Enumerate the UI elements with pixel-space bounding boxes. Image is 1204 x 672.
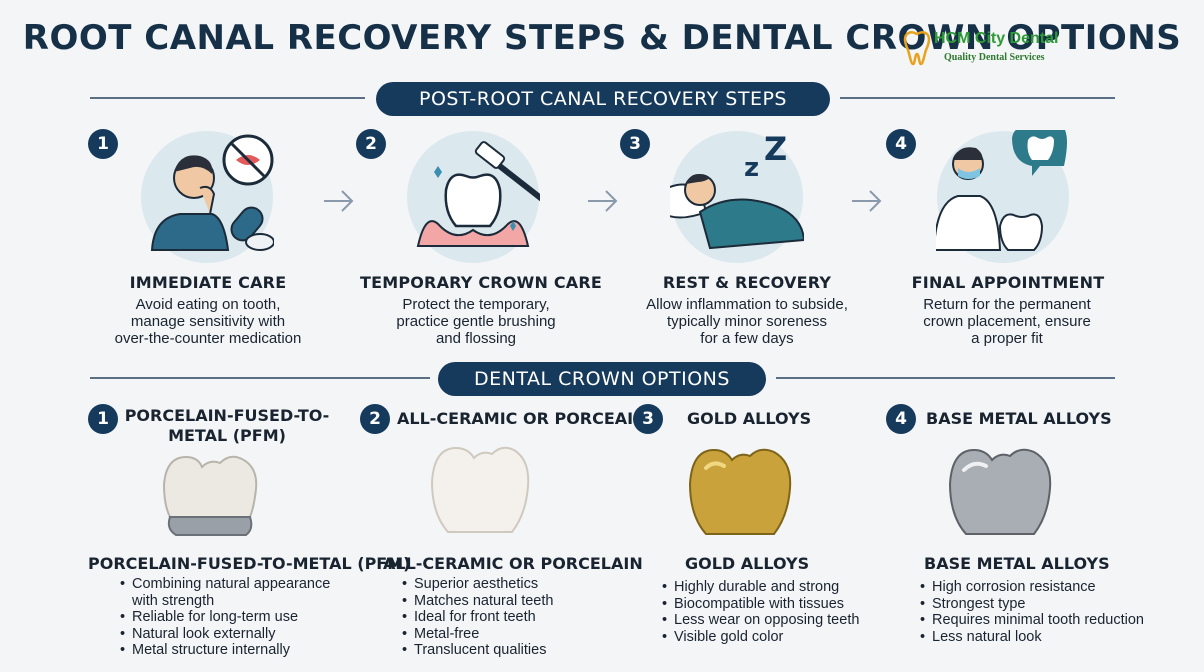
list-item: Ideal for front teeth: [402, 609, 553, 626]
step-description-2: Protect the temporary,practice gentle br…: [396, 296, 556, 347]
crown-heading-1: PORCELAIN-FUSED-TO-METAL (PFM): [124, 406, 330, 445]
crown-subtitle-3: GOLD ALLOYS: [685, 554, 810, 573]
crown-heading-3: GOLD ALLOYS: [687, 409, 812, 428]
crown-heading-2: ALL-CERAMIC OR PORCEAIN: [397, 409, 647, 428]
crowns-heading: DENTAL CROWN OPTIONS: [438, 362, 766, 396]
list-item: Reliable for long-term use: [120, 609, 330, 626]
tooth-with-toothbrush-icon: [407, 131, 540, 263]
list-item: Metal structure internally: [120, 642, 330, 659]
logo-name: HCM City Dental: [934, 30, 1059, 47]
divider-left: [90, 97, 365, 99]
list-item: Less wear on opposing teeth: [662, 612, 859, 629]
crown-heading-4: BASE METAL ALLOYS: [926, 409, 1112, 428]
step-title-1: IMMEDIATE CARE: [129, 273, 287, 292]
list-item: Requires minimal tooth reduction: [920, 612, 1144, 629]
crown-subtitle-4: BASE METAL ALLOYS: [924, 554, 1110, 573]
list-item: Combining natural appearance: [120, 576, 330, 593]
step-number-1: 1: [88, 129, 118, 159]
step-number-2: 2: [356, 129, 386, 159]
step-title-3: REST & RECOVERY: [662, 273, 832, 292]
recovery-heading: POST-ROOT CANAL RECOVERY STEPS: [376, 82, 830, 116]
clinic-logo: HCM City Dental Quality Dental Services: [900, 30, 1100, 70]
list-item: Superior aesthetics: [402, 576, 553, 593]
crown-features-3: Highly durable and strong Biocompatible …: [662, 579, 859, 645]
crown-features-1: Combining natural appearance with streng…: [120, 576, 330, 659]
list-item: Translucent qualities: [402, 642, 553, 659]
list-item: Metal-free: [402, 626, 553, 643]
step-description-3: Allow inflammation to subside,typically …: [646, 296, 848, 347]
arrow-right-icon: [852, 190, 882, 212]
list-item: Matches natural teeth: [402, 593, 553, 610]
arrow-right-icon: [588, 190, 618, 212]
logo-tagline: Quality Dental Services: [944, 52, 1045, 63]
person-with-toothache-icon: [141, 131, 274, 263]
list-item: Natural look externally: [120, 626, 330, 643]
list-item: Visible gold color: [662, 629, 859, 646]
divider-left: [90, 377, 430, 379]
dentist-icon: [936, 130, 1069, 263]
crown-number-3: 3: [633, 404, 663, 434]
crown-number-1: 1: [88, 404, 118, 434]
crown-features-2: Superior aesthetics Matches natural teet…: [402, 576, 553, 659]
all-ceramic-crown-icon: [430, 446, 530, 533]
divider-right: [840, 97, 1115, 99]
step-number-3: 3: [620, 129, 650, 159]
list-item: Biocompatible with tissues: [662, 596, 859, 613]
step-title-4: FINAL APPOINTMENT: [911, 273, 1105, 292]
list-item: Less natural look: [920, 629, 1144, 646]
step-title-2: TEMPORARY CROWN CARE: [359, 273, 603, 292]
sleeping-person-icon: z Z: [670, 130, 804, 263]
pfm-crown-icon: [162, 455, 258, 536]
crown-number-4: 4: [886, 404, 916, 434]
divider-right: [776, 377, 1115, 379]
tooth-logo-icon: [903, 30, 931, 66]
gold-crown-icon: [688, 448, 792, 535]
svg-text:z: z: [744, 153, 759, 183]
list-item: High corrosion resistance: [920, 579, 1144, 596]
step-number-4: 4: [886, 129, 916, 159]
crown-subtitle-1: PORCELAIN-FUSED-TO-METAL (PFM): [88, 554, 411, 573]
svg-text:Z: Z: [764, 130, 787, 168]
crown-features-4: High corrosion resistance Strongest type…: [920, 579, 1144, 645]
base-metal-crown-icon: [948, 448, 1052, 535]
list-item: Strongest type: [920, 596, 1144, 613]
list-item: with strength: [132, 592, 215, 609]
crown-number-2: 2: [360, 404, 390, 434]
list-item: Highly durable and strong: [662, 579, 859, 596]
arrow-right-icon: [324, 190, 354, 212]
step-description-1: Avoid eating on tooth,manage sensitivity…: [114, 296, 302, 347]
crown-subtitle-2: ALL-CERAMIC OR PORCELAIN: [383, 554, 643, 573]
page-title: ROOT CANAL RECOVERY STEPS & DENTAL CROWN…: [22, 18, 1182, 58]
